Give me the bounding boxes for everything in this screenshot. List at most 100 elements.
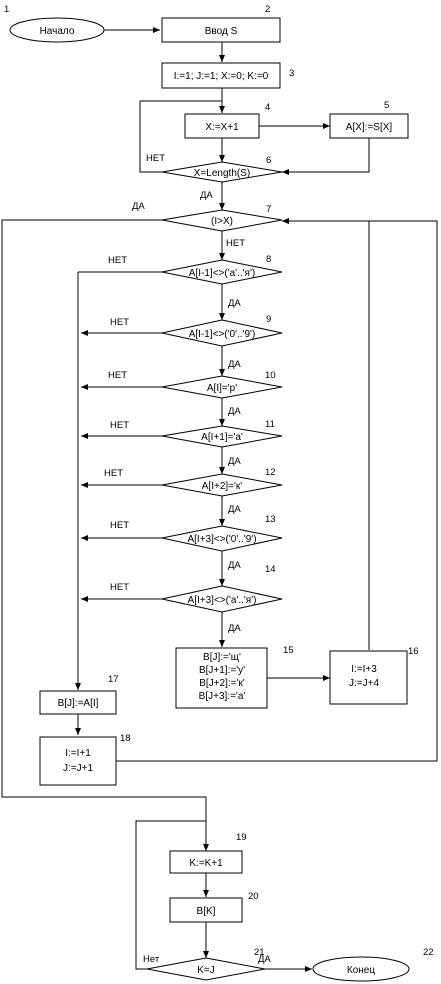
node-number: 3 [289,68,294,79]
node-label: B[J+1]:='у' [199,665,245,676]
node-label: J:=J+4 [349,678,379,689]
branch-label-no: НЕТ [146,153,165,164]
node-label: B[J]:='щ' [203,652,241,663]
edge-b18-checki [116,218,438,762]
node-number: 6 [266,155,271,166]
branch-label-yes: ДА [228,560,241,571]
node-number: 10 [265,370,276,381]
node-label: B[J+3]:='а' [199,691,246,702]
block-b20 [169,897,243,923]
node-label: A[I+3]<>('a'..'я') [188,595,257,606]
node-number: 4 [265,102,270,113]
block-b18 [39,736,117,786]
node-label: A[I+1]='а' [201,432,243,443]
branch-label-yes: ДА [258,954,271,965]
branch-label-yes: ДА [200,190,213,201]
node-number: 17 [108,674,119,685]
decision-c11 [161,425,283,448]
node-label: A[I]='р' [207,383,237,394]
node-number: 8 [266,254,271,265]
node-label: I:=I+3 [351,664,377,675]
terminator-end [312,956,410,982]
branch-label-yes: ДА [132,201,145,212]
node-label: (I>X) [211,216,233,227]
node-number: 19 [236,832,247,843]
node-label: A[I-1]<>('a'..'я') [189,268,255,279]
node-label: X:=X+1 [205,122,239,133]
node-number: 13 [265,514,276,525]
decision-c10 [161,375,283,399]
node-label: Конец [347,965,375,976]
decision-c21 [146,957,266,981]
edge-checklen-no [139,101,162,173]
node-number: 22 [423,947,434,958]
block-b17 [39,690,117,715]
node-number: 16 [408,646,419,657]
decision-c14 [161,585,283,613]
node-label: Начало [40,26,75,37]
branch-label-no: НЕТ [110,420,129,431]
node-labels: Начало Ввод S I:=1; J:=1; X:=0; K:=0 X:=… [40,26,393,976]
connectors [1,27,438,972]
node-number: 18 [120,733,131,744]
node-number: 9 [266,314,271,325]
node-number: 7 [266,204,271,215]
branch-label-yes: ДА [228,406,241,417]
node-numbers: 1 2 3 4 5 6 7 8 9 10 11 12 13 14 15 16 1… [4,4,434,958]
decision-c8 [161,259,283,285]
node-number: 20 [248,891,259,902]
branch-label-no: НЕТ [110,520,129,531]
branch-label-no: НЕТ [110,317,129,328]
branch-label-no: НЕТ [108,255,127,266]
branch-labels: НЕТ ДА ДА НЕТ НЕТ ДА НЕТ ДА НЕТ ДА НЕТ Д… [104,153,271,965]
edge-assignx-checklen [282,138,370,175]
node-label: A[I-1]<>('0'..'9') [189,329,256,340]
node-number: 11 [265,419,275,430]
node-label: K=J [197,965,215,976]
decision-checklen [161,161,283,183]
decision-c9 [161,319,283,347]
node-number: 12 [265,467,276,478]
node-number: 14 [265,564,276,575]
node-label: A[X]:=S[X] [346,122,393,133]
branch-label-yes: ДА [228,359,241,370]
node-label: K:=K+1 [189,858,223,869]
branch-label-yes: ДА [228,456,241,467]
branch-label-no: НЕТ [108,370,127,381]
node-number: 2 [265,4,270,15]
node-label: I:=I+1 [65,748,91,759]
branch-label-yes: ДА [228,298,241,309]
edge-checki-yes [1,219,209,851]
block-b16 [329,650,408,705]
terminator-start [9,17,105,43]
block-incx [184,113,260,139]
block-b15 [175,647,268,709]
edge-c21-no [135,820,206,970]
node-number: 5 [384,100,389,111]
block-assignx [329,113,409,139]
node-number: 21 [254,947,265,958]
node-label: I:=1; J:=1; X:=0; K:=0 [174,71,269,82]
branch-label-yes: ДА [228,623,241,634]
branch-label-yes: ДА [228,504,241,515]
branch-label-no: НЕТ [104,468,123,479]
node-label: B[J+2]:='к' [199,678,245,689]
node-label: X=Length(S) [194,168,250,179]
decision-c12 [161,473,283,497]
block-b19 [169,850,243,874]
block-input [161,17,281,43]
node-label: A[I+2]='к' [202,481,243,492]
branch-label-no: НЕТ [110,582,129,593]
branch-label-no: НЕТ [226,238,245,249]
decision-checki [161,209,283,232]
node-label: A[I+3]<>('0'..'9') [187,534,256,545]
block-init [161,62,281,89]
node-number: 15 [283,645,294,656]
node-label: B[J]:=A[I] [58,698,99,709]
branch-label-no: Нет [143,954,160,965]
node-number: 1 [4,4,9,15]
node-label: Ввод S [205,26,238,37]
edge-b16-checki [282,218,370,650]
node-label: J:=J+1 [63,763,93,774]
